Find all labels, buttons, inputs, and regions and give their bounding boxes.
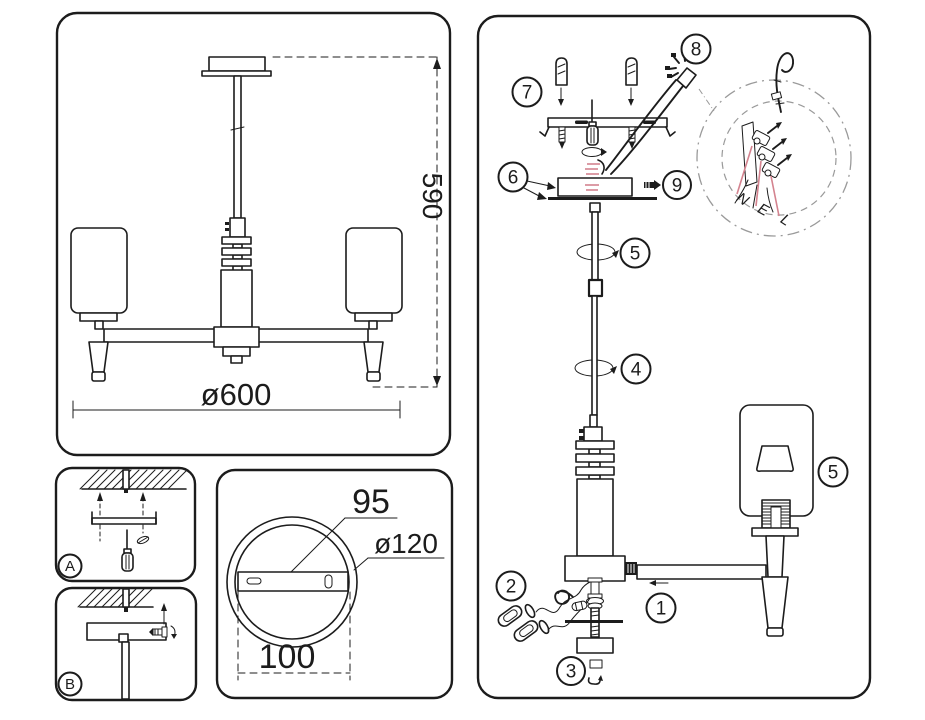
inset-b-label: B: [65, 676, 75, 693]
hook-cable: [770, 52, 794, 113]
right-shade: [345, 227, 403, 314]
svg-text:5: 5: [828, 463, 839, 484]
knurled-screw: [625, 562, 637, 575]
insert-arrow: [649, 580, 669, 586]
bracket-screw-left: [558, 126, 566, 149]
shade-holder-silhouette: [756, 445, 794, 472]
wall-anchor-right: [625, 57, 638, 106]
inset-a-label: A: [65, 558, 75, 575]
svg-text:1: 1: [656, 599, 667, 620]
rotate-arrow: [610, 366, 617, 374]
slot-dimension-label: 95: [352, 483, 390, 521]
hub-fastener-stack: [565, 577, 623, 685]
slot-vertical: [324, 574, 333, 589]
canopy-plate: [548, 197, 657, 200]
left-shade: [70, 227, 128, 314]
up-arrow: [161, 603, 167, 611]
right-lamp: [345, 227, 403, 382]
step-2-badge: 2: [495, 570, 527, 602]
height-dimension: 590: [272, 56, 448, 388]
panel-mount-plate: 95 ø120 100: [215, 468, 454, 700]
right-candle-sleeve: [363, 341, 384, 373]
rod-joint-mark: [230, 126, 245, 131]
spacing-dimension: 100: [237, 591, 351, 681]
screw-icon: [644, 180, 661, 190]
svg-text:8: 8: [691, 40, 702, 61]
arm-tube: [636, 564, 767, 580]
screw-icon: [136, 535, 150, 545]
step-4-badge: 4: [620, 353, 652, 385]
panel-border: [476, 14, 872, 700]
supply-wires: [605, 79, 684, 175]
canopy-outer-circle: [226, 516, 358, 648]
canopy-wire-leads: [585, 159, 605, 175]
slot-horizontal: [246, 577, 262, 585]
inset-a-badge: A: [57, 553, 83, 579]
ceiling-stud: [122, 469, 130, 490]
stem-assembly: [575, 202, 615, 557]
canopy: [86, 622, 167, 700]
diameter-dimension: ø120: [353, 528, 445, 571]
screwdriver-icon: [121, 529, 134, 572]
step-8-badge: 8: [680, 33, 712, 65]
wire-splice-group: [497, 581, 591, 642]
step-6-pointers: [523, 180, 556, 200]
hub-body: [564, 555, 626, 582]
diameter-dimension-label: ø120: [374, 528, 438, 559]
side-screw-icon: [149, 625, 177, 639]
step-9-badge: 9: [662, 170, 692, 200]
center-column: [220, 217, 253, 328]
svg-text:4: 4: [631, 360, 642, 381]
svg-text:3: 3: [566, 662, 577, 683]
step-3-badge: 3: [556, 656, 586, 686]
canopy-box: [557, 177, 633, 197]
ceiling-mount: [201, 56, 272, 77]
svg-text:6: 6: [508, 168, 519, 189]
step-6-badge: 6: [497, 161, 529, 193]
wire-e-leader: [755, 160, 762, 207]
panel-border: [55, 11, 452, 457]
mounting-bracket: [91, 511, 157, 525]
svg-text:7: 7: [522, 83, 533, 104]
bottom-cover: [576, 637, 614, 654]
lamp-socket: [751, 499, 799, 537]
step-5b-badge: 5: [817, 456, 849, 488]
spacing-dimension-label: 100: [259, 638, 316, 676]
step-7-badge: 7: [511, 76, 543, 108]
ceiling-bracket: [539, 117, 676, 137]
canopy-inner-circle: [234, 524, 350, 640]
down-rod: [233, 75, 242, 219]
inset-b-badge: B: [57, 671, 83, 697]
step-1-badge: 1: [645, 592, 677, 624]
candle-holder: [761, 535, 789, 637]
panel-front-view: 590 ø600: [55, 11, 452, 457]
width-dimension-label: ø600: [201, 377, 272, 412]
detail-leader: [698, 88, 715, 112]
svg-text:9: 9: [672, 176, 683, 197]
up-arrow: [140, 492, 146, 501]
slot-dimension: 95: [290, 483, 398, 573]
finial-disc: [565, 620, 623, 623]
panel-inset-a: A: [54, 466, 197, 583]
panel-inset-b: B: [54, 586, 198, 702]
ceiling-stud: [122, 588, 130, 608]
panel-assembly: N E L 7 8 6 9 5 4 5: [476, 14, 872, 700]
mount-bar: [237, 571, 349, 592]
height-dimension-label: 590: [417, 173, 448, 220]
svg-text:5: 5: [630, 244, 641, 265]
svg-text:2: 2: [506, 577, 517, 598]
center-hub: [213, 326, 260, 364]
left-candle-sleeve: [88, 341, 109, 373]
step-5-badge: 5: [619, 237, 651, 269]
left-lamp: [70, 227, 128, 382]
ceiling-hatch: [79, 469, 187, 490]
up-arrow: [97, 492, 103, 501]
width-dimension: ø600: [72, 377, 401, 419]
wall-anchor-left: [555, 57, 568, 106]
rotate-arrow: [612, 250, 619, 258]
screwdriver-icon: [581, 99, 607, 157]
wire-n-leader: [736, 145, 753, 195]
wire-l-leader: [770, 175, 780, 217]
